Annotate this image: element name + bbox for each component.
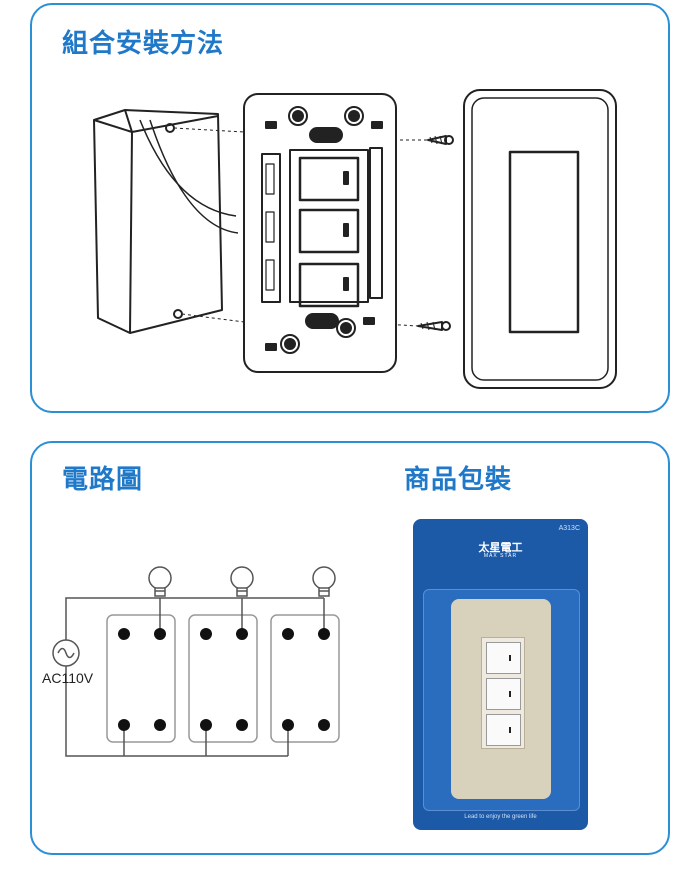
assembly-illustration: [93, 89, 617, 389]
bulb-icon: [312, 566, 336, 597]
package-slogan: Lead to enjoy the green life: [464, 814, 537, 820]
brand-english: MAX STAR: [483, 553, 518, 559]
plate: [451, 599, 551, 799]
package-title: 商品包裝: [404, 465, 513, 495]
brand-logo: 太星電工: [478, 541, 523, 554]
model-label: A313C: [558, 525, 580, 532]
bulb-icon: [148, 566, 172, 597]
screw-icon: [427, 135, 454, 145]
package-image: A313C 太星電工 MAX STAR Lead to enjoy the gr…: [413, 519, 588, 830]
junction-box: [93, 109, 239, 334]
cover-plate: [463, 89, 617, 389]
circuit-title: 電路圖: [62, 465, 144, 495]
screw-icon: [417, 321, 451, 331]
bulb-icon: [230, 566, 254, 597]
switch-frame: [243, 93, 397, 373]
voltage-label: AC110V: [42, 670, 94, 686]
assembly-title: 組合安裝方法: [62, 29, 225, 59]
